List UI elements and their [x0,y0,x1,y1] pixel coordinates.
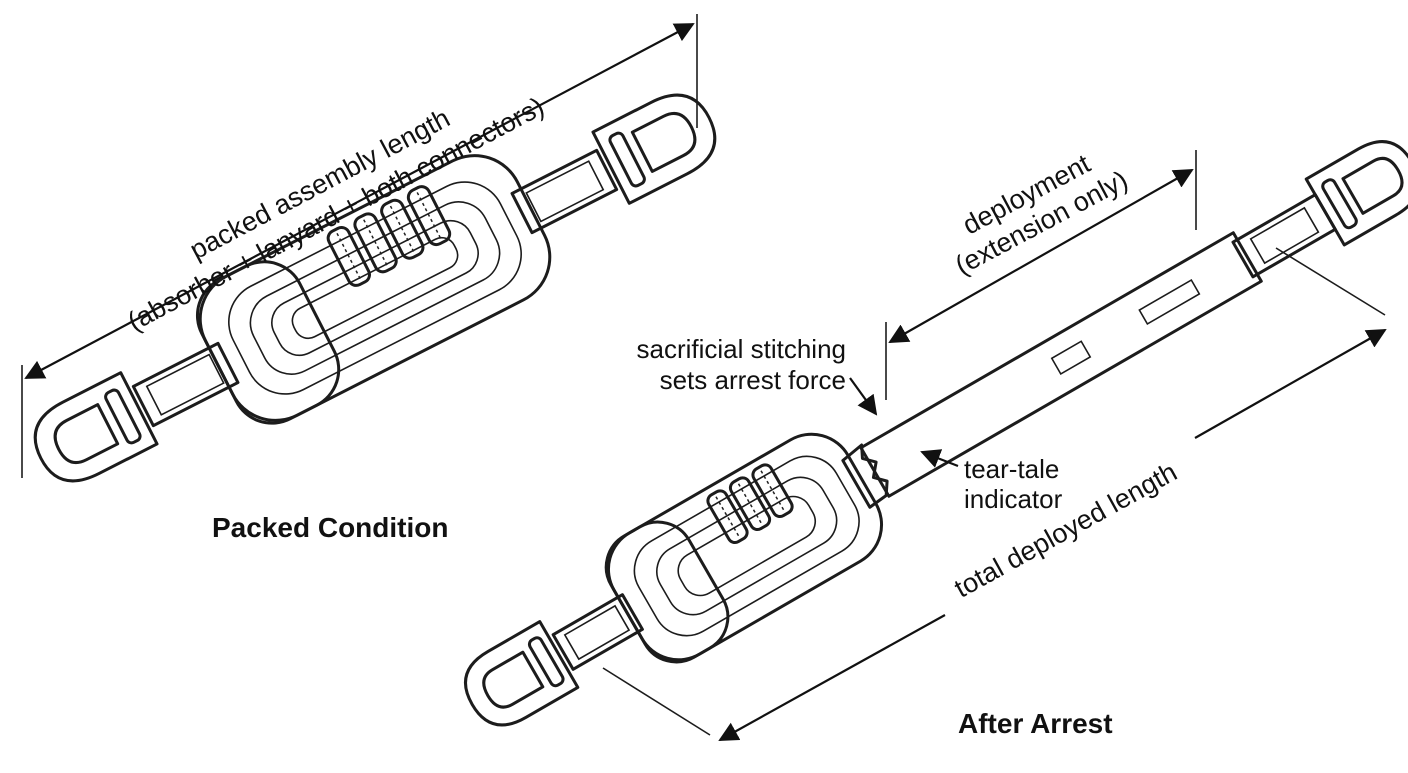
packed-caption: Packed Condition [212,512,448,543]
deployed-right-webbing [1231,193,1337,279]
tear-tale-callout-line1: tear-tale [964,454,1059,484]
total-deployed-dimension-line [718,614,946,741]
stitching-leader [849,377,878,416]
packed-dimension-label-line2: (absorber + lanyard + both connectors) [123,91,549,337]
stitching-callout-line2: sets arrest force [660,365,846,395]
packed-left-connector [33,371,159,483]
deployed-absorber-pack [604,432,884,664]
deployment-dimension-line [888,169,1194,343]
deployed-left-webbing [551,593,644,671]
deployed-right-connector [1304,140,1408,247]
packed-dimension [21,14,698,478]
tear-tale-callout-line2: indicator [964,484,1063,514]
total-deployed-dimension [602,247,1387,741]
deployed-left-connector [463,620,580,727]
tear-tale-leader [920,449,959,468]
deployment-dimension [885,150,1197,400]
deployed-extension-webbing [859,231,1263,498]
torn-stitching [841,443,889,509]
deployed-caption: After Arrest [958,708,1113,739]
packed-dimension-line [24,23,695,379]
packed-assembly [33,93,717,483]
stitching-callout-line1: sacrificial stitching [636,334,846,364]
